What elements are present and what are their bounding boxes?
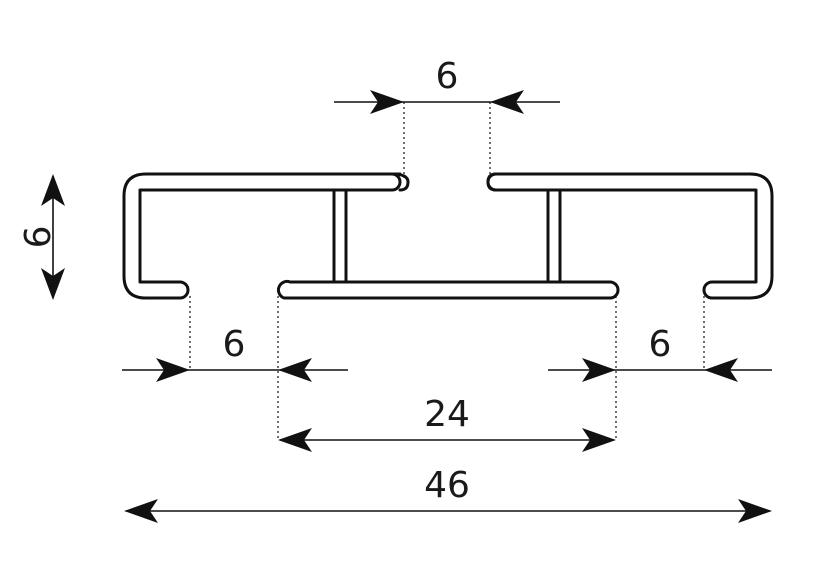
arrow-left-icon [704,358,738,382]
dim-left-slot: 6 [122,324,348,382]
top-slot-left-curl [390,172,410,192]
dim-overall-width-label: 46 [424,465,470,506]
arrow-left-icon [278,428,312,452]
arrow-up-icon [41,174,65,206]
web-right [546,188,562,284]
arrow-right-icon [738,499,772,523]
dim-height: 9 [15,174,65,300]
dim-top-slot-label: 6 [436,56,459,97]
dim-overall-width: 46 [124,465,772,523]
web-left [332,188,348,284]
arrow-right-icon [582,358,616,382]
arrow-left-icon [124,499,158,523]
dim-height-label: 9 [15,226,56,249]
profile-right-contour [486,172,774,300]
arrow-right-icon [582,428,616,452]
top-slot-right-curl [486,172,498,192]
arrow-left-icon [490,90,524,114]
dim-inner-span-label: 24 [424,394,470,435]
dim-inner-span: 24 [278,394,616,452]
dim-right-slot-label: 6 [649,324,672,365]
profile-outer-contour [122,172,402,300]
arrow-left-icon [278,358,312,382]
profile-bottom-channel [276,279,620,300]
arrow-down-icon [41,268,65,300]
rail-profile [122,172,774,300]
dim-right-slot: 6 [548,324,772,382]
dim-left-slot-label: 6 [223,324,246,365]
extension-lines [189,102,705,440]
dim-top-slot: 6 [334,56,560,114]
arrow-right-icon [370,90,404,114]
arrow-right-icon [156,358,190,382]
